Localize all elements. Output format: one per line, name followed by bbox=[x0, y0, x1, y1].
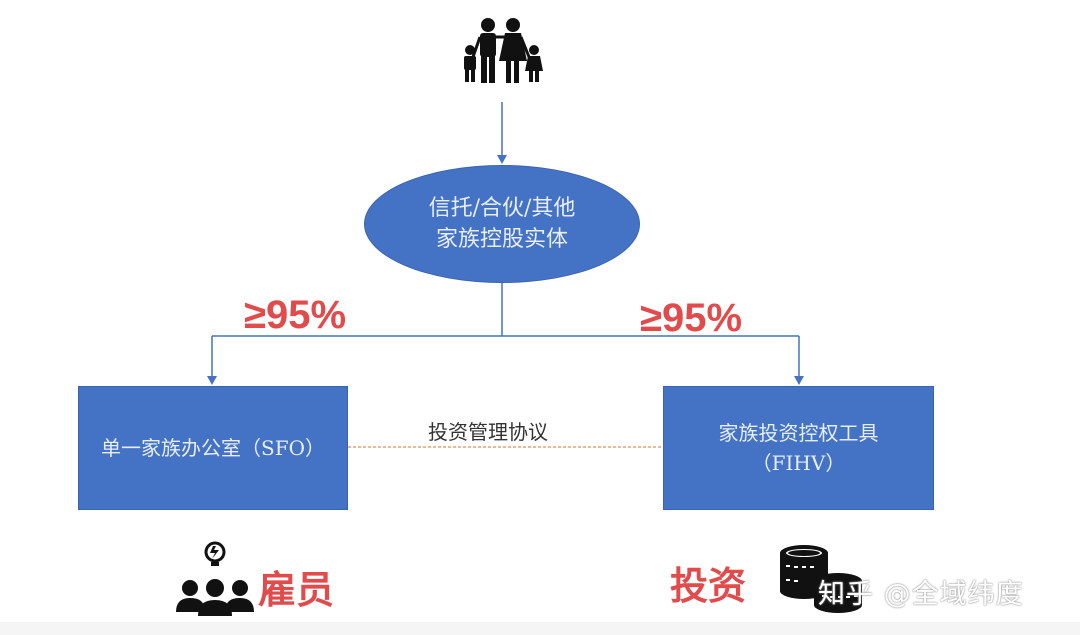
coins-stack-icon bbox=[780, 545, 862, 613]
sfo-label: 单一家族办公室（SFO） bbox=[101, 436, 325, 460]
ownership-pct-left: ≥95% bbox=[244, 293, 347, 337]
fihv-line2: （FIHV） bbox=[751, 451, 846, 475]
agreement-label: 投资管理协议 bbox=[428, 420, 548, 444]
watermark: 知乎 @全域纬度 bbox=[818, 579, 1024, 610]
holding-entity-node: 信托/合伙/其他 家族控股实体 bbox=[364, 165, 640, 283]
bottom-strip bbox=[0, 622, 1080, 635]
fihv-line1: 家族投资控权工具 bbox=[718, 421, 879, 445]
employee-label: 雇员 bbox=[258, 568, 335, 612]
sfo-node: 单一家族办公室（SFO） bbox=[78, 386, 348, 510]
ownership-pct-right: ≥95% bbox=[640, 296, 743, 340]
holding-entity-line2: 家族控股实体 bbox=[435, 227, 568, 252]
family-icon bbox=[464, 18, 543, 83]
investment-label: 投资 bbox=[670, 564, 747, 608]
holding-entity-line1: 信托/合伙/其他 bbox=[428, 196, 576, 221]
team-idea-icon bbox=[176, 541, 254, 616]
fihv-node: 家族投资控权工具 （FIHV） bbox=[663, 386, 934, 510]
